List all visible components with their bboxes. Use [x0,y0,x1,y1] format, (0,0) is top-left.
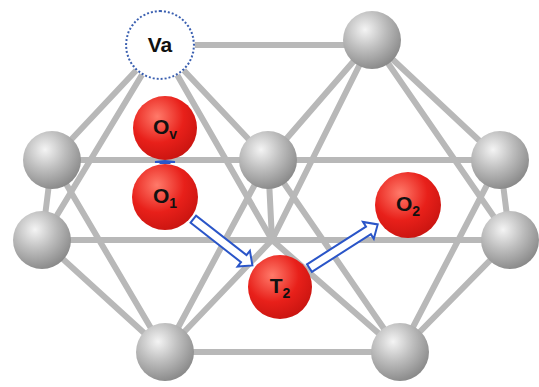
atom-label: Va [148,33,173,57]
oxygen-atom: O1 [132,164,198,230]
oxygen-atom: Ov [133,96,197,160]
oxygen-atom: O2 [375,172,441,238]
atom-label: Ov [153,115,177,142]
migration-arrow [191,216,253,267]
vacancy-site: Va [125,10,195,80]
migration-arrow [155,161,175,163]
oxygen-atom: T2 [248,255,312,319]
atom-label: O2 [396,192,420,219]
atom-label: O1 [153,184,177,211]
migration-arrow [307,222,378,272]
atom-label: T2 [270,274,291,301]
